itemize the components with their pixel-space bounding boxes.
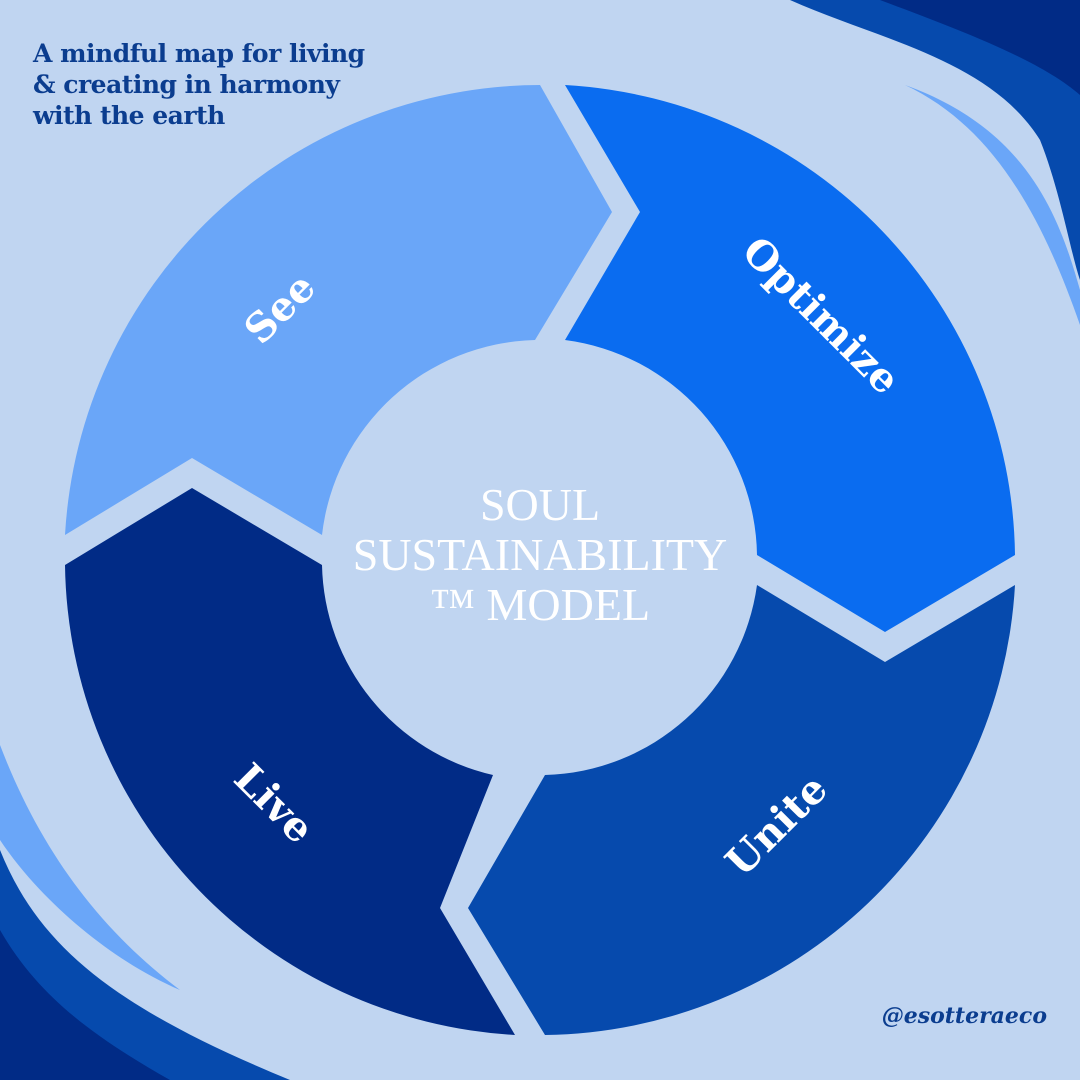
- model-title: SOUL SUSTAINABILITY ™ MODEL: [325, 480, 755, 630]
- tagline-line: with the earth: [33, 101, 225, 130]
- stage-live-segment[interactable]: [65, 488, 515, 1035]
- stage-optimize-segment[interactable]: [565, 85, 1015, 632]
- stage-unite-segment[interactable]: [468, 585, 1015, 1035]
- tagline: A mindful map for living & creating in h…: [33, 38, 393, 131]
- wave-top-right: [790, 0, 1080, 325]
- tagline-line: & creating in harmony: [33, 70, 340, 99]
- social-handle: @esotteraeco: [881, 1003, 1047, 1029]
- model-title-line: SUSTAINABILITY: [352, 529, 728, 580]
- wave-bottom-left: [0, 745, 290, 1080]
- model-title-line: SOUL: [479, 479, 601, 530]
- model-title-line: ™ MODEL: [429, 579, 651, 630]
- tagline-line: A mindful map for living: [33, 39, 365, 68]
- stage-see-segment[interactable]: [65, 85, 612, 535]
